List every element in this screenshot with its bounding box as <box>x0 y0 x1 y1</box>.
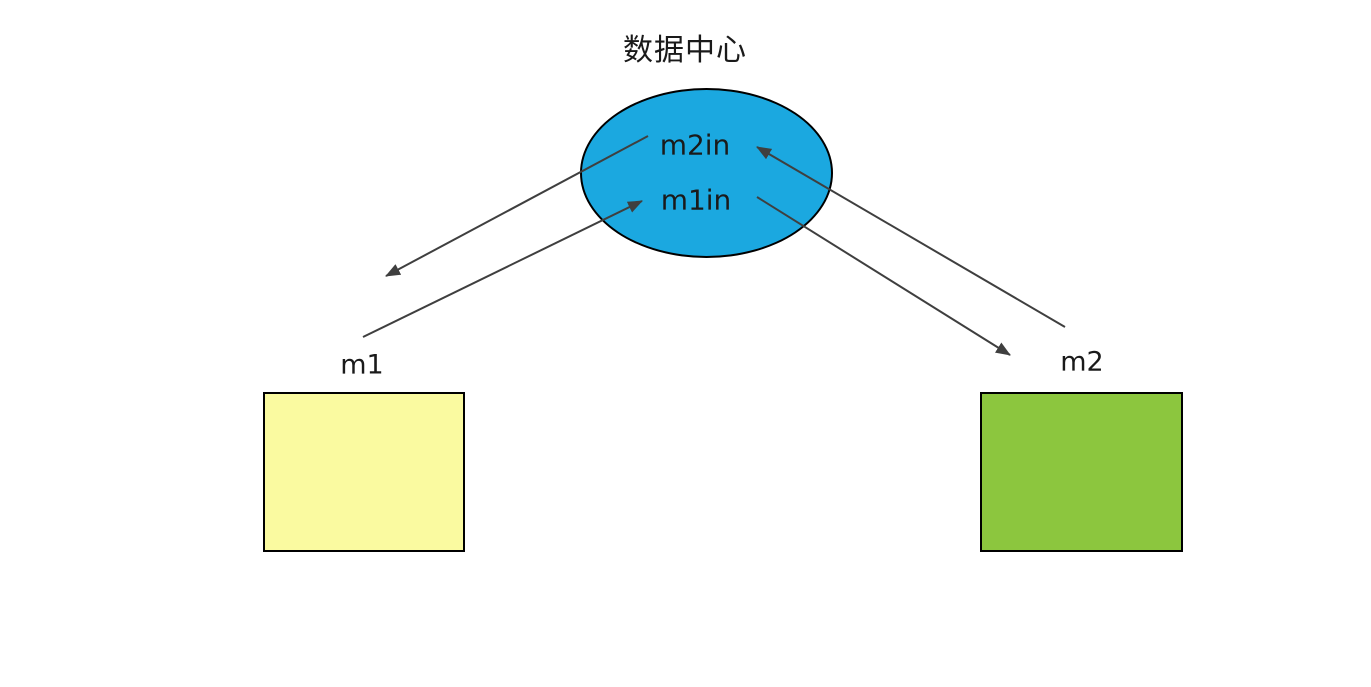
node-m1-box <box>263 392 465 552</box>
label-m1: m1 <box>340 349 384 381</box>
label-m2: m2 <box>1060 346 1104 378</box>
node-m2-box <box>980 392 1183 552</box>
arrow-m1-to-m1in <box>362 200 643 338</box>
diagram-title: 数据中心 <box>623 33 747 68</box>
label-m2in: m2in <box>659 128 731 162</box>
label-m1in: m1in <box>660 183 732 217</box>
data-center-ellipse <box>580 88 833 258</box>
